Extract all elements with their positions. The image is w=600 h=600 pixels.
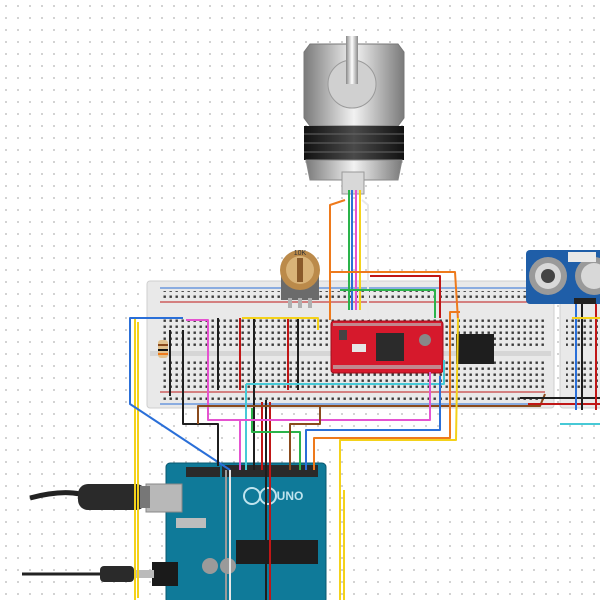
wires <box>129 190 600 600</box>
ultrasonic-sensor <box>526 250 600 304</box>
arduino-logo: UNO <box>277 489 304 503</box>
resistor <box>158 340 168 358</box>
potentiometer: 10K <box>280 250 320 308</box>
potentiometer-label: 10K <box>294 250 307 257</box>
motor-driver-board <box>330 320 444 374</box>
power-cable <box>22 566 154 582</box>
usb-cable <box>29 484 150 510</box>
stepper-motor <box>303 36 405 195</box>
header-connector <box>456 334 494 364</box>
arduino-uno: UNO <box>145 462 327 600</box>
